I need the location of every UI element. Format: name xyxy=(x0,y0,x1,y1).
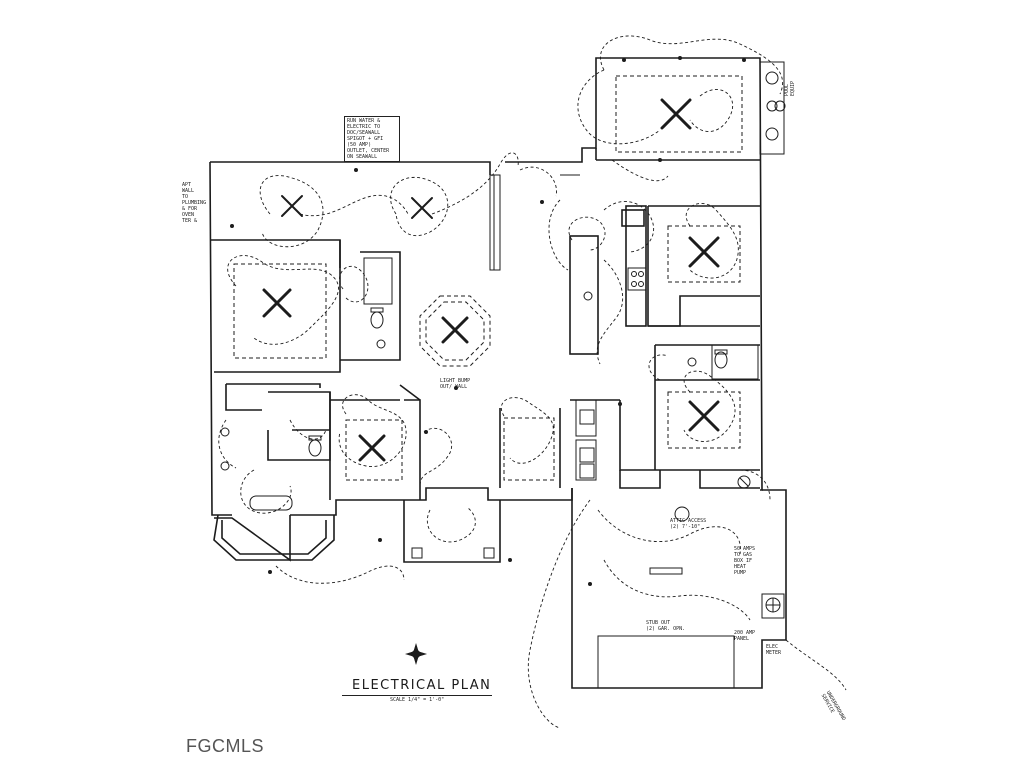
note-pool-equip: POOL EQUIP xyxy=(784,80,796,96)
range xyxy=(627,267,647,291)
note-attic-access: ATTIC ACCESS (2) 7'-10" xyxy=(670,518,707,530)
note-run-water: RUN WATER & ELECTRIC TO DOC/SEAWALL SPIG… xyxy=(344,116,400,162)
toilet-icon xyxy=(370,311,384,329)
note-stub-out: STUB OUT (2) GAR. OPN. xyxy=(646,620,686,632)
compass-rose-icon xyxy=(404,642,428,666)
kitchen-island xyxy=(569,235,599,355)
note-plumbing: APT WALL TO PLUMBING & FOR OVEN TER & xyxy=(182,182,207,224)
exterior-wall-right xyxy=(571,488,787,689)
mls-watermark: FGCMLS xyxy=(186,736,265,756)
tray-ceiling-master xyxy=(615,75,743,153)
note-amps-50: 50 AMPS TO GAS BOX IF HEAT PUMP xyxy=(734,546,756,576)
bedroom-left-wall xyxy=(210,239,341,373)
tray-ceiling-bedroom xyxy=(233,263,327,359)
bay-window xyxy=(213,514,335,561)
master-wall xyxy=(595,148,760,161)
title-underline xyxy=(342,695,492,696)
note-light-bump: LIGHT BUMP OUT/ WALL xyxy=(440,378,471,390)
garage-door xyxy=(597,635,735,689)
bathtub xyxy=(249,495,293,511)
ceiling-fan-icon xyxy=(262,98,720,462)
bath-block-wall xyxy=(339,240,401,361)
drawing-title: ELECTRICAL PLAN xyxy=(352,678,492,693)
note-200-amp-panel: 200 AMP PANEL xyxy=(734,630,756,642)
drawing-scale: SCALE 1/4" = 1'-0" xyxy=(390,697,445,703)
exterior-wall-main xyxy=(209,57,763,516)
note-elec-meter: ELEC METER xyxy=(766,644,782,656)
